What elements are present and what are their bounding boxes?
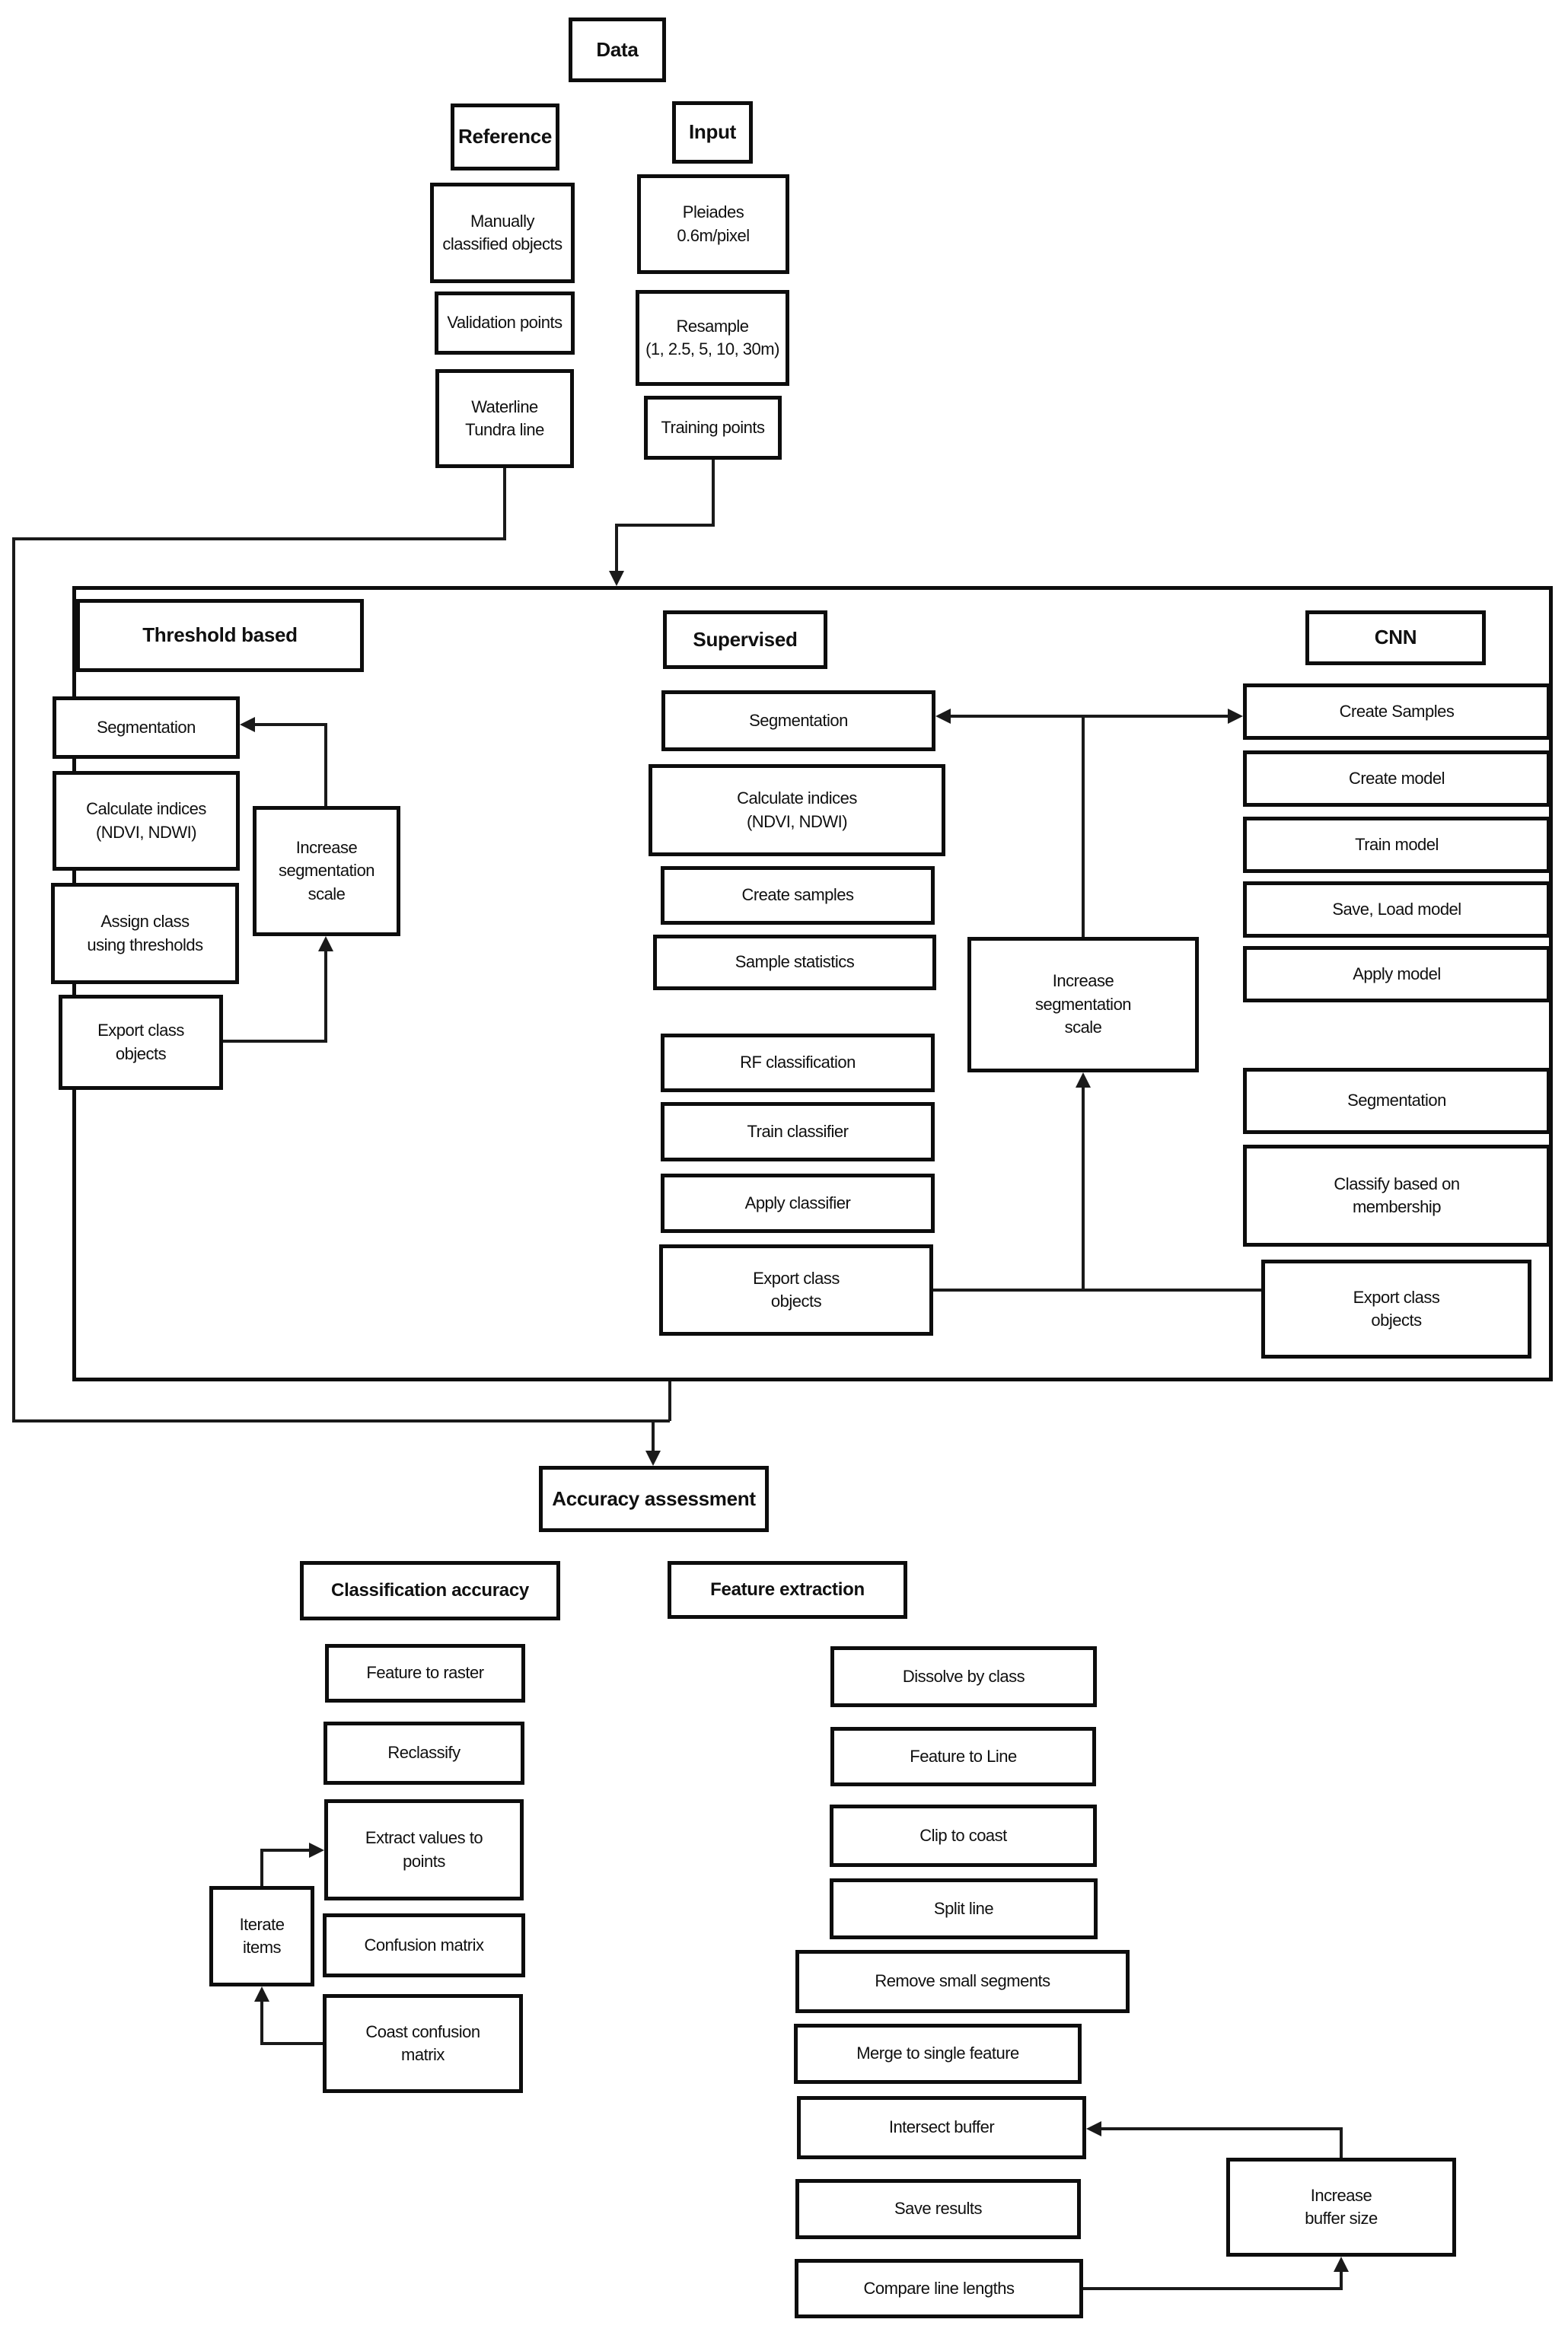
box-cnn-segmentation: Segmentation (1243, 1068, 1550, 1134)
connector-training-to-methods (609, 460, 715, 586)
box-feature-to-raster: Feature to raster (325, 1644, 525, 1703)
box-train-classifier: Train classifier (661, 1102, 935, 1161)
box-mid-increase-segmentation-scale: Increase segmentation scale (967, 937, 1199, 1072)
box-intersect-buffer: Intersect buffer (797, 2096, 1086, 2159)
box-cnn-export-class-objects: Export class objects (1261, 1260, 1531, 1359)
box-feature-extraction-title: Feature extraction (668, 1561, 907, 1619)
box-classification-accuracy-title: Classification accuracy (300, 1561, 560, 1620)
box-accuracy-assessment: Accuracy assessment (539, 1466, 769, 1532)
box-threshold-based-title: Threshold based (76, 599, 364, 672)
box-data: Data (569, 18, 666, 82)
connector-iterate-to-extract (260, 1843, 324, 1886)
box-apply-classifier: Apply classifier (661, 1174, 935, 1233)
box-supervised-segmentation: Segmentation (661, 690, 935, 751)
box-reclassify: Reclassify (323, 1722, 524, 1785)
box-manually-classified-objects: Manually classified objects (430, 183, 575, 283)
box-cnn-create-samples: Create Samples (1243, 683, 1550, 740)
box-assign-class-thresholds: Assign class using thresholds (51, 883, 239, 984)
box-rf-classification: RF classification (661, 1034, 935, 1092)
box-confusion-matrix: Confusion matrix (323, 1913, 525, 1977)
box-coast-confusion-matrix: Coast confusion matrix (323, 1994, 523, 2093)
box-create-model: Create model (1243, 750, 1550, 807)
box-dissolve-by-class: Dissolve by class (830, 1646, 1097, 1707)
box-classify-membership: Classify based on membership (1243, 1145, 1550, 1247)
connector-threshold-loop-up (240, 717, 327, 806)
box-save-load-model: Save, Load model (1243, 881, 1550, 938)
box-pleiades: Pleiades 0.6m/pixel (637, 174, 789, 274)
box-supervised-calculate-indices: Calculate indices (NDVI, NDWI) (649, 764, 945, 856)
box-increase-buffer-size: Increase buffer size (1226, 2158, 1456, 2257)
box-training-points: Training points (644, 396, 782, 460)
connector-compare-to-buffer (1083, 2257, 1349, 2290)
box-validation-points: Validation points (435, 292, 575, 355)
box-threshold-increase-segmentation-scale: Increase segmentation scale (253, 806, 400, 936)
box-threshold-export-class-objects: Export class objects (59, 995, 223, 1090)
box-resample: Resample (1, 2.5, 5, 10, 30m) (636, 290, 789, 386)
box-supervised-title: Supervised (663, 610, 827, 669)
box-feature-to-line: Feature to Line (830, 1727, 1096, 1786)
box-split-line: Split line (830, 1878, 1098, 1939)
connector-threshold-loop-back (223, 936, 333, 1043)
box-supervised-export-class-objects: Export class objects (659, 1244, 933, 1336)
box-save-results: Save results (795, 2179, 1081, 2239)
box-threshold-segmentation: Segmentation (53, 696, 240, 759)
box-remove-small-segments: Remove small segments (795, 1950, 1130, 2013)
box-create-samples-supervised: Create samples (661, 866, 935, 925)
box-sample-statistics: Sample statistics (653, 935, 936, 990)
connector-buffer-to-intersect (1086, 2121, 1343, 2158)
box-compare-line-lengths: Compare line lengths (795, 2259, 1083, 2318)
box-reference: Reference (451, 104, 559, 170)
box-threshold-calculate-indices: Calculate indices (NDVI, NDWI) (53, 771, 240, 871)
box-clip-to-coast: Clip to coast (830, 1805, 1097, 1867)
box-cnn-title: CNN (1305, 610, 1486, 665)
connector-coast-to-iterate (254, 1986, 323, 2045)
box-waterline-tundra-line: Waterline Tundra line (435, 369, 574, 468)
box-train-model: Train model (1243, 817, 1550, 873)
box-merge-to-single-feature: Merge to single feature (794, 2024, 1082, 2084)
box-extract-values-to-points: Extract values to points (324, 1799, 524, 1900)
box-iterate-items: Iterate items (209, 1886, 314, 1986)
box-input: Input (672, 101, 753, 164)
box-apply-model: Apply model (1243, 946, 1550, 1002)
connector-reference-collector (12, 468, 670, 1422)
